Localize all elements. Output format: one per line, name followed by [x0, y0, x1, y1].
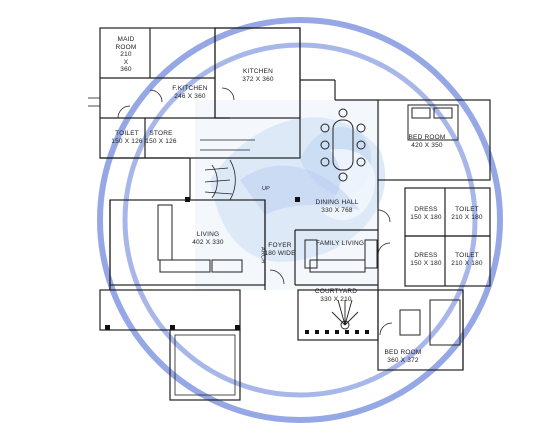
maid-room-dim-3: 360 — [120, 66, 132, 73]
bedroom-2-label: BED ROOM 360 X 372 — [385, 349, 422, 364]
work-kitchen-dims: 246 X 360 — [174, 92, 206, 100]
toilet-2-label: TOILET 210 X 180 — [451, 206, 482, 221]
dress-2-label: DRESS 150 X 180 — [410, 252, 441, 267]
bedroom-2-dims: 360 X 372 — [387, 356, 419, 364]
bedroom-1-label: BED ROOM 420 X 350 — [409, 134, 446, 149]
toilet-2-dims: 210 X 180 — [451, 213, 483, 221]
maid-room-dim-1: 210 — [120, 51, 132, 58]
bed-2 — [399, 299, 461, 346]
bedroom-1-name: BED ROOM — [408, 134, 446, 141]
courtyard-plant — [331, 299, 359, 330]
toilet-2-name: TOILET — [455, 206, 479, 213]
work-kitchen-label: F.KITCHEN 246 X 360 — [172, 85, 207, 100]
foyer-dims: 180 WIDE — [264, 249, 296, 257]
dining-hall-dims: 330 X 768 — [321, 206, 353, 214]
toilet-3-label: TOILET 210 X 180 — [451, 252, 482, 267]
dining-table — [320, 108, 366, 182]
entrance — [88, 97, 100, 107]
kitchen-dims: 372 X 360 — [242, 75, 274, 83]
hall-tint — [195, 100, 380, 290]
toilet-3-dims: 210 X 180 — [451, 259, 483, 267]
kitchen-name: KITCHEN — [243, 68, 273, 75]
toilet-1-name: TOILET — [115, 130, 139, 137]
store-name: STORE — [149, 130, 173, 137]
maid-room-name-2: ROOM — [115, 43, 137, 51]
family-living-name: FAMILY LIVING — [315, 240, 365, 247]
maid-room-name: MAID — [117, 36, 135, 43]
arch-marker: ARCH — [258, 247, 266, 263]
dress-1-dims: 150 X 180 — [410, 213, 442, 221]
bedroom-1-dims: 420 X 350 — [411, 141, 443, 149]
maid-room-dim-2: X — [123, 58, 129, 66]
dining-hall-name: DINING HALL — [315, 199, 359, 206]
family-living-label: FAMILY LIVING — [316, 240, 364, 248]
dining-hall-label: DINING HALL 330 X 768 — [315, 199, 358, 214]
up-text: UP — [261, 186, 271, 192]
columns — [105, 197, 369, 334]
stair-up-marker: UP — [262, 186, 270, 194]
living-label: LIVING 402 X 330 — [192, 231, 223, 246]
kitchen-label: KITCHEN 372 X 360 — [242, 68, 273, 83]
living-dims: 402 X 330 — [192, 238, 224, 246]
store-dims: 150 X 126 — [145, 137, 177, 145]
store-label: STORE 150 X 126 — [145, 130, 176, 145]
arch-text: ARCH — [259, 247, 266, 264]
living-name: LIVING — [196, 231, 220, 238]
doors — [117, 87, 393, 336]
dress-1-name: DRESS — [414, 206, 438, 213]
courtyard-name: COURTYARD — [314, 288, 358, 295]
toilet-1-dims: 150 X 126 — [111, 137, 143, 145]
dress-2-dims: 150 X 180 — [410, 259, 442, 267]
living-sofas — [157, 204, 378, 273]
walls — [99, 27, 491, 401]
dress-2-name: DRESS — [414, 252, 438, 259]
staircase — [200, 139, 255, 201]
foyer-name: FOYER — [268, 242, 292, 249]
toilet-3-name: TOILET — [455, 252, 479, 259]
bedroom-2-name: BED ROOM — [384, 349, 422, 356]
courtyard-label: COURTYARD 330 X 210 — [315, 288, 357, 303]
toilet-1-label: TOILET 150 X 126 — [111, 130, 142, 145]
foyer-label: FOYER 180 WIDE — [264, 242, 295, 257]
bed-1 — [407, 104, 459, 141]
dress-1-label: DRESS 150 X 180 — [410, 206, 441, 221]
courtyard-dims: 330 X 210 — [320, 295, 352, 303]
work-kitchen-name: F.KITCHEN — [172, 85, 208, 92]
maid-room-label: MAID ROOM 210 X 360 — [115, 36, 136, 74]
